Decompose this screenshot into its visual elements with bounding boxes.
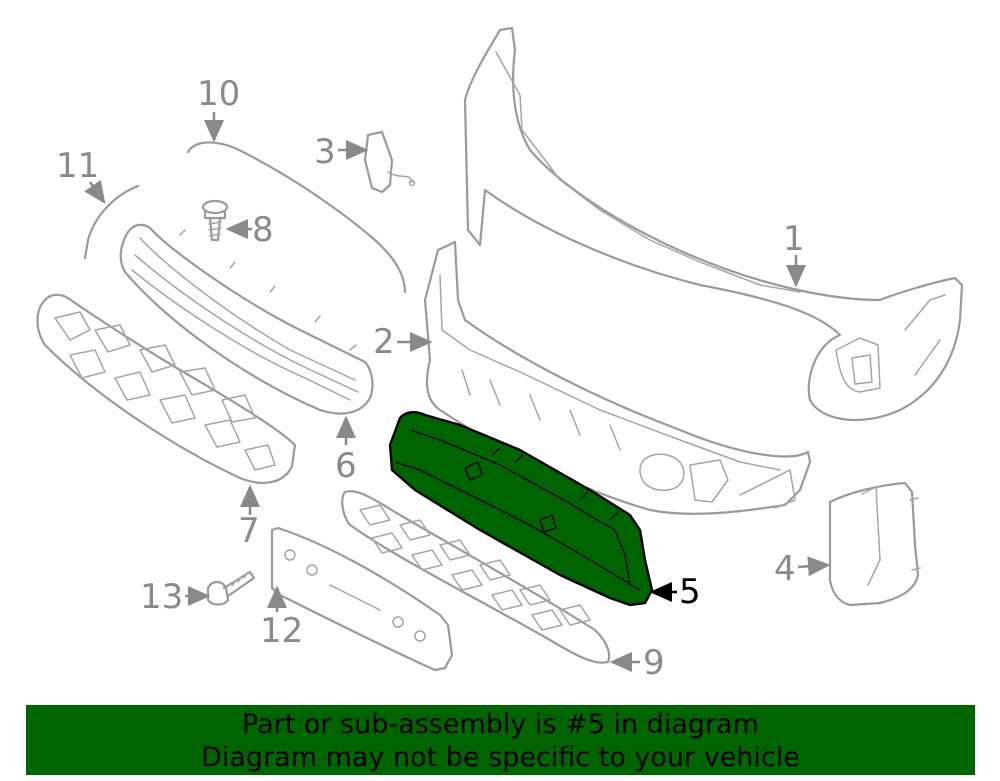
part-3-bracket[interactable] <box>363 130 416 194</box>
part-11-trim-moulding[interactable] <box>83 184 140 260</box>
banner-line-1: Part or sub-assembly is #5 in diagram <box>242 709 759 740</box>
part-4-fog-lamp-cover[interactable] <box>828 481 921 607</box>
part-12-license-plate-base[interactable] <box>270 526 454 672</box>
callout-10: 10 <box>197 74 240 114</box>
callout-12: 12 <box>260 611 303 651</box>
callout-2: 2 <box>373 322 395 362</box>
part-10-trim-strip[interactable] <box>186 141 407 294</box>
callout-6: 6 <box>335 446 357 486</box>
callout-5: 5 <box>679 572 701 612</box>
part-7-grille-mesh[interactable] <box>36 293 297 484</box>
part-5-highlighted[interactable] <box>388 410 654 607</box>
callout-9: 9 <box>643 643 665 683</box>
callout-11: 11 <box>56 146 99 186</box>
info-banner: Part or sub-assembly is #5 in diagram Di… <box>26 705 975 775</box>
callout-7: 7 <box>238 511 260 551</box>
callout-4: 4 <box>774 549 796 589</box>
callout-13: 13 <box>140 577 183 617</box>
callout-8: 8 <box>252 210 274 250</box>
part-2-bumper-reinforcement[interactable] <box>423 240 812 515</box>
part-8-screw[interactable] <box>201 199 229 242</box>
leader-4 <box>797 556 831 577</box>
banner-line-2: Diagram may not be specific to your vehi… <box>201 742 800 773</box>
callout-3: 3 <box>314 132 336 172</box>
part-6-upper-grille[interactable] <box>119 223 374 415</box>
leader-11 <box>84 179 106 205</box>
part-13-bolt[interactable] <box>206 570 256 606</box>
part-1-bumper-cover[interactable] <box>463 26 964 422</box>
part-9-lower-grille[interactable] <box>341 490 611 664</box>
callout-1: 1 <box>783 219 805 259</box>
